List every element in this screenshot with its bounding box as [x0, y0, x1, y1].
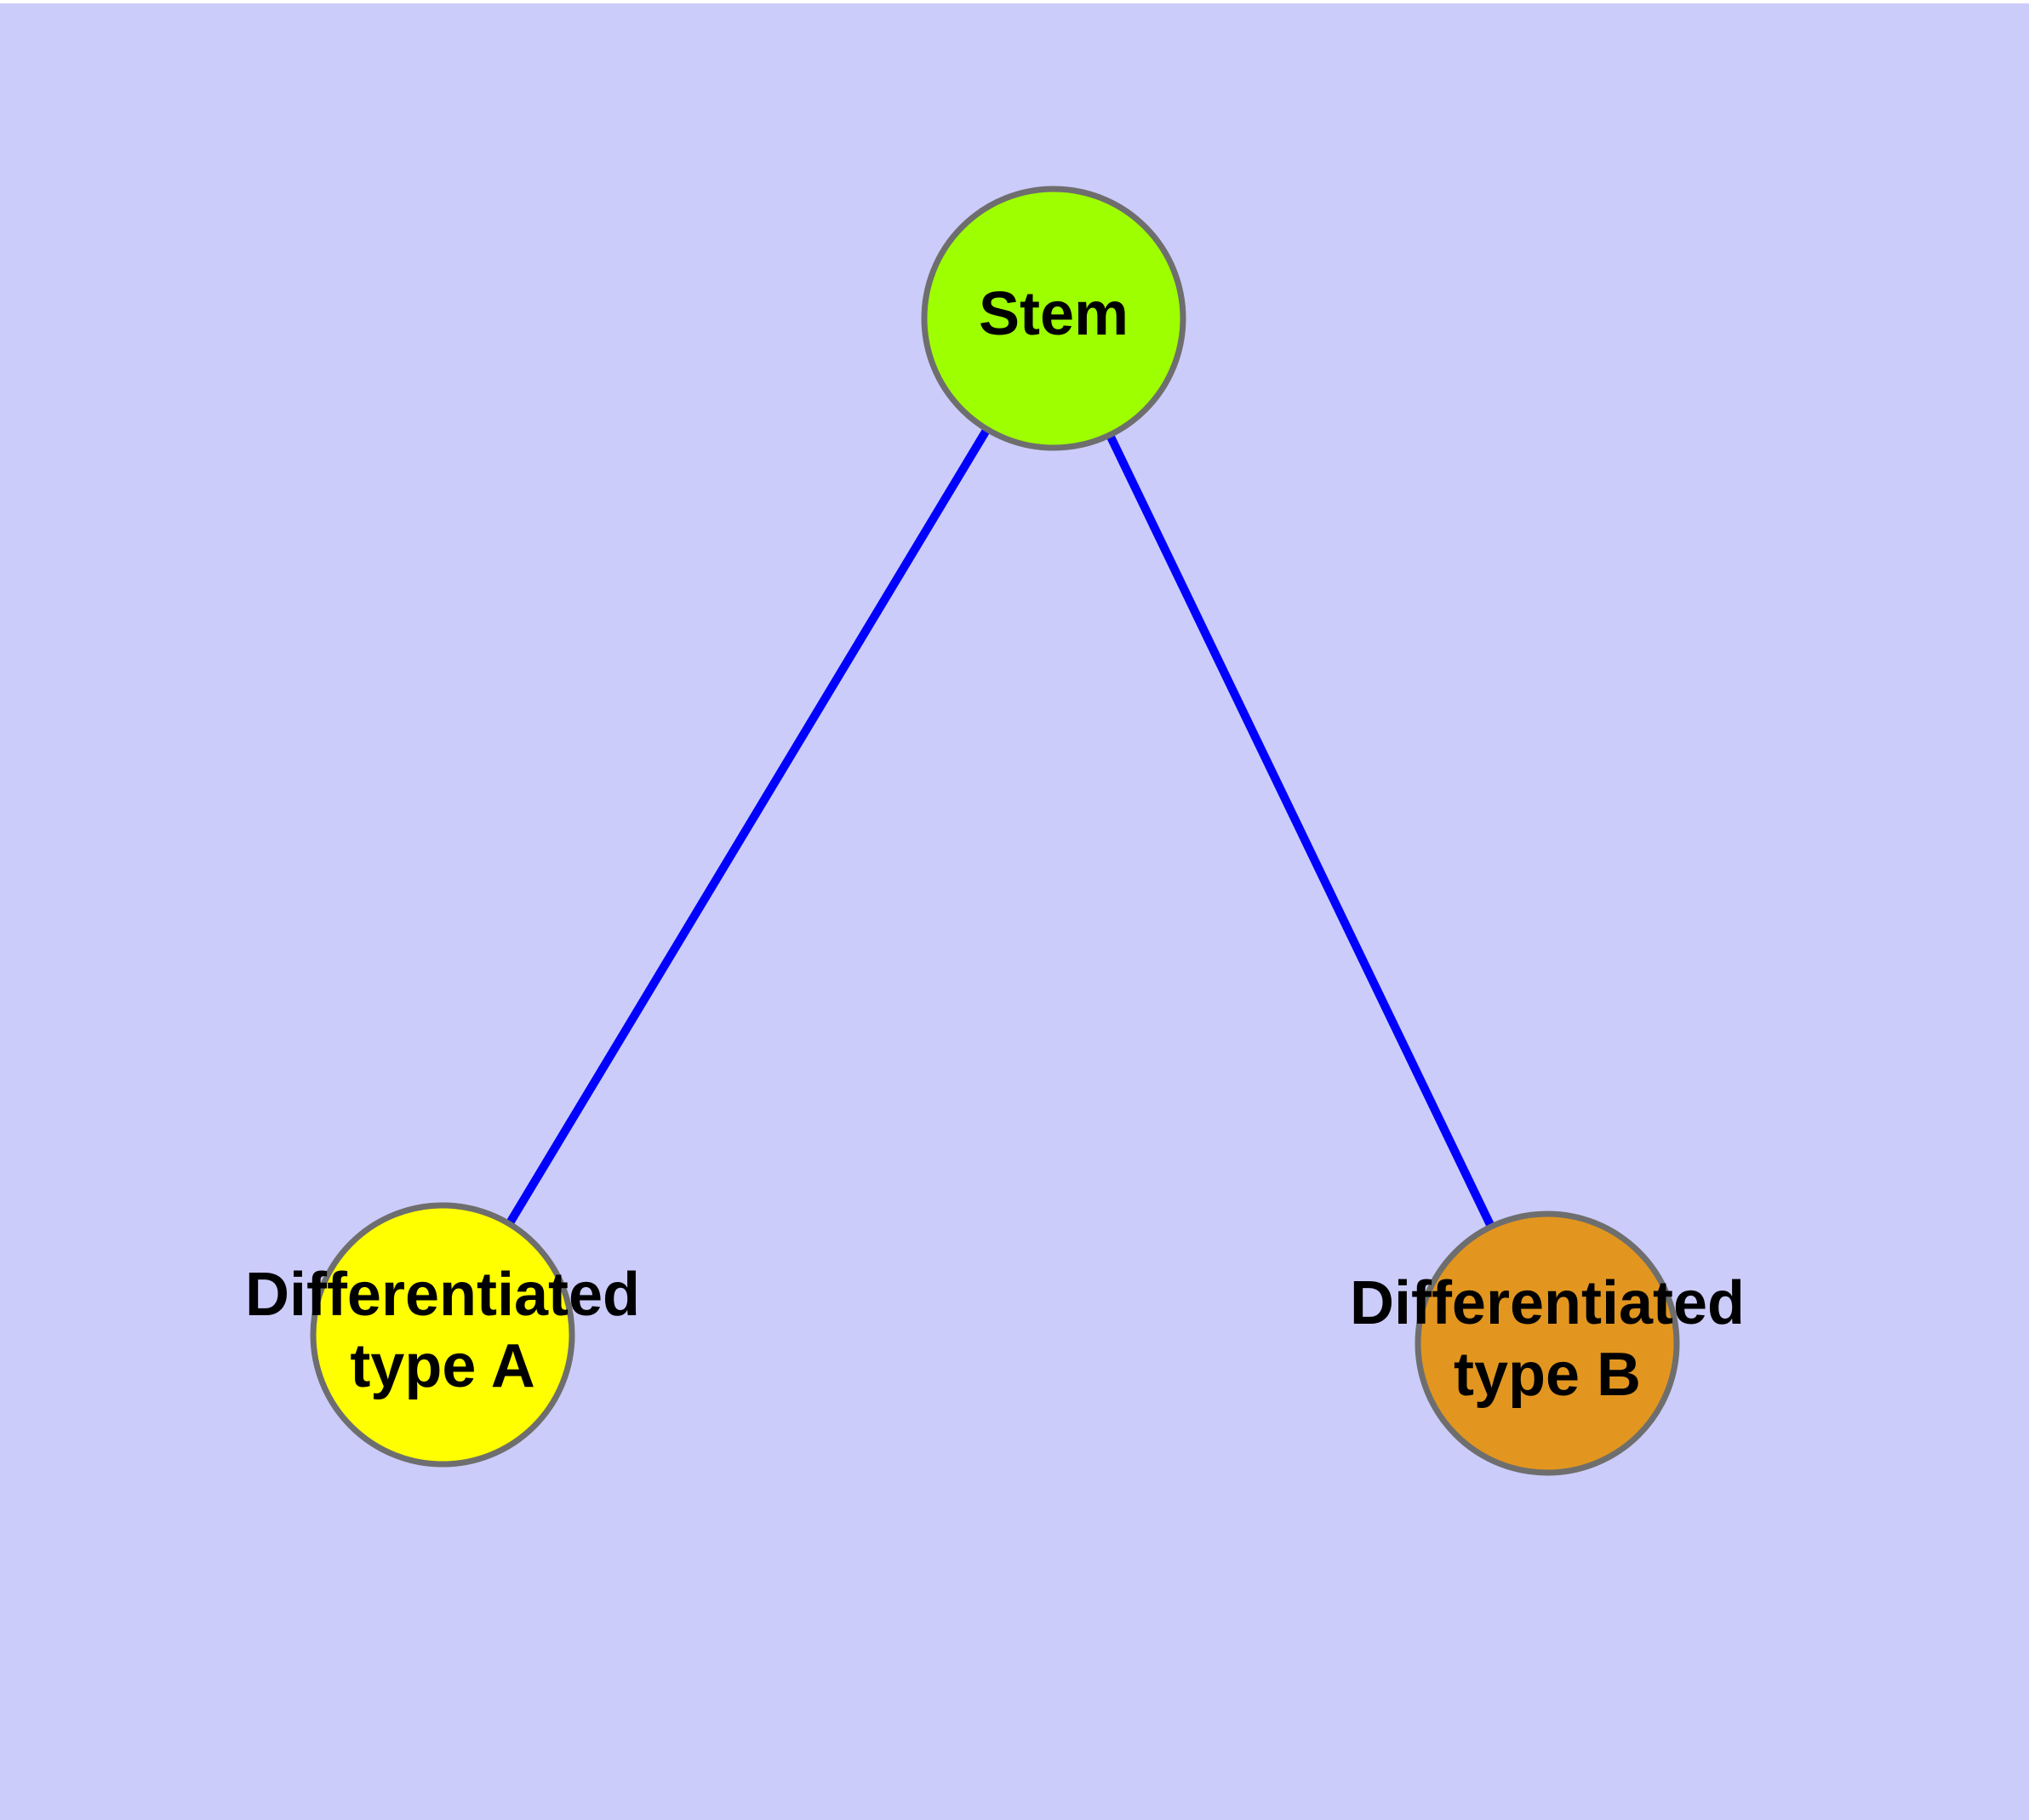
node-circle-diff-a[interactable] — [310, 1202, 575, 1468]
node-label-diff-b: type B — [1454, 1341, 1641, 1409]
edge-layer — [438, 316, 1552, 1346]
graph-edge[interactable] — [1049, 316, 1552, 1346]
node-label-diff-a: Differentiated — [245, 1261, 640, 1329]
node-label-diff-a: type A — [350, 1332, 534, 1400]
node-circle-diff-b[interactable] — [1415, 1210, 1680, 1476]
graph-edge[interactable] — [438, 316, 1058, 1337]
node-label-stem: Stem — [979, 280, 1129, 348]
graph-node-stem[interactable]: Stem — [921, 186, 1186, 451]
node-circle-stem[interactable] — [921, 186, 1186, 451]
node-label-diff-b: Differentiated — [1350, 1269, 1745, 1337]
